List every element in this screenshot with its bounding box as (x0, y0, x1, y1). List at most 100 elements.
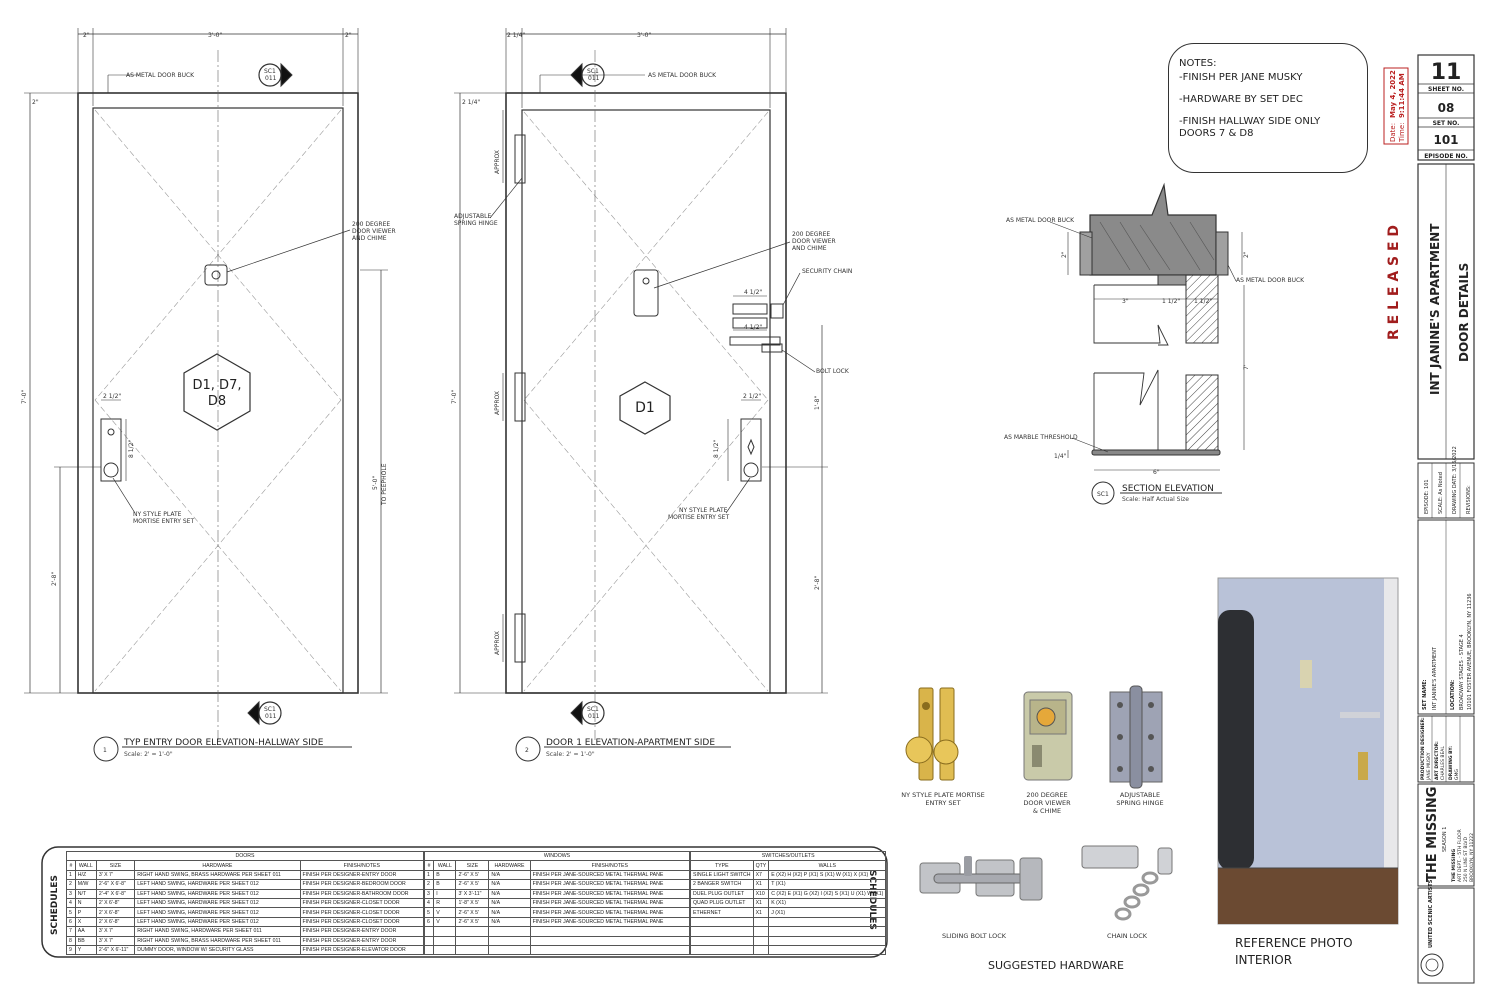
tb-location: BROADWAY STAGES - STAGE 4 (1459, 634, 1465, 710)
d1-sc-bot-1: SC1 (264, 706, 276, 713)
door-cell: RIGHT HAND SWING, BRASS HARDWARE PER SHE… (134, 869, 301, 881)
door-cell: FINISH PER DESIGNER-ENTRY DOOR (299, 935, 425, 946)
switch-row (690, 944, 887, 956)
tb-designer: JANE MUSKY (1426, 752, 1432, 781)
d2-lock-callout-1: NY STYLE PLATE (679, 507, 728, 514)
door-cell: 4 (66, 897, 76, 909)
switch-cell (768, 916, 887, 928)
drawing-1-door-elevation (24, 28, 388, 762)
reference-photo (1217, 577, 1399, 925)
door-cell: FINISH PER DESIGNER-ELEVATOR DOOR (299, 944, 425, 956)
section-dim-e: 6" (1153, 469, 1160, 476)
hardware-label-3b: SPRING HINGE (1116, 799, 1163, 807)
window-cell: N/A (488, 869, 531, 881)
tb-scale: SCALE: As Noted (1438, 472, 1444, 514)
released-stamp: R E L E A S E D (1386, 225, 1402, 340)
door-cell: N (74, 897, 97, 909)
tb-dept2: ART DEPT. - 5TH FLOOR (1457, 829, 1463, 882)
d1-lock-callout-2: MORTISE ENTRY SET (133, 518, 194, 525)
tb-drawn: GMG (1454, 769, 1460, 780)
reference-title-1: REFERENCE PHOTO (1235, 936, 1353, 950)
window-col-header: # (423, 860, 435, 871)
stamp-date: May 4, 2022 (1389, 70, 1397, 118)
schedule-frame (41, 846, 888, 958)
d2-dim-side-left: 2 1/4" (507, 32, 525, 39)
switch-cell: X7 (752, 869, 770, 881)
d1-number: 1 (103, 747, 107, 754)
door-cell: 2' X 6'-8" (95, 916, 136, 928)
switch-cell: X10 (752, 888, 770, 899)
switch-col-header: QTY (752, 860, 770, 871)
switch-cell (690, 944, 754, 956)
door-col-header: HARDWARE (134, 860, 301, 871)
set-number-label: SET NO. (1433, 120, 1460, 127)
d2-tag: D1 (635, 400, 655, 416)
door-cell: 5 (66, 907, 76, 918)
d2-bolt-callout: BOLT LOCK (816, 368, 850, 375)
d1-viewer-callout-2: DOOR VIEWER (352, 228, 396, 235)
d1-tag-line1: D1, D7, (193, 378, 242, 393)
tb-drawing-date: DRAWING DATE: 3/16/2022 (1452, 446, 1458, 514)
tb-art-director-label: ART DIRECTOR: (1434, 741, 1440, 780)
window-cell: 2'-6" X 5' (455, 916, 490, 928)
window-cell: 4 (423, 897, 435, 909)
door-cell: 3' X 7' (95, 926, 136, 937)
d2-hinge-callout-2: SPRING HINGE (454, 220, 498, 227)
door-cell: FINISH PER DESIGNER-CLOSET DOOR (299, 897, 425, 909)
tb-location-label: LOCATION: (1450, 680, 1456, 710)
switch-cell (690, 926, 754, 937)
tb-set-name-label: SET NAME: (1422, 679, 1428, 710)
episode-number: 101 (1433, 133, 1458, 147)
door-cell: FINISH PER DESIGNER-CLOSET DOOR (299, 916, 425, 928)
section-dim-b: 1 1/2" (1162, 298, 1180, 305)
d1-title: TYP ENTRY DOOR ELEVATION-HALLWAY SIDE (123, 738, 324, 748)
window-cell: B (433, 869, 457, 881)
d1-sc-top-1: SC1 (264, 68, 276, 75)
hardware-label-1a: NY STYLE PLATE MORTISE (901, 791, 984, 799)
window-cell: 1 (423, 869, 435, 881)
door-cell: BB (74, 935, 97, 946)
section-buck-callout-right: AS METAL DOOR BUCK (1236, 277, 1305, 284)
hardware-sliding-bolt-image (919, 856, 1043, 901)
d2-lock-callout-2: MORTISE ENTRY SET (668, 514, 729, 521)
sheet-title: DOOR DETAILS (1457, 263, 1471, 362)
window-cell: FINISH PER JANE-SOURCED METAL THERMAL PA… (529, 907, 691, 918)
window-cell (423, 926, 435, 937)
d1-viewer-callout-1: 200 DEGREE (352, 221, 390, 228)
d1-dim-width: 3'-0" (208, 32, 222, 39)
d2-sc-bot-2: 011 (588, 713, 600, 720)
switch-cell (768, 944, 887, 956)
door-cell: FINISH PER DESIGNER-ENTRY DOOR (299, 869, 425, 881)
door-cell: FINISH PER DESIGNER-ENTRY DOOR (299, 926, 425, 937)
d2-dim-plate-w: 2 1/2" (743, 393, 761, 400)
window-cell: 6 (423, 916, 435, 928)
hardware-door-viewer-image (1023, 691, 1073, 781)
window-cell: N/A (488, 897, 531, 909)
door-cell: 2'-6" X 6'-8" (95, 879, 136, 890)
tb-set-name: INT JANINE'S APARTMENT (1432, 646, 1438, 710)
door-cell: 3' X 7' (95, 869, 136, 881)
switch-col-header: TYPE (690, 860, 754, 871)
d2-viewer-callout-3: AND CHIME (792, 245, 827, 252)
switch-cell: C (X2) E (X1) G (X2) I (X2) S (X1) U (X1… (768, 888, 887, 899)
window-cell (529, 935, 691, 946)
title-block (1417, 54, 1475, 984)
switch-cell: QUAD PLUG OUTLET (690, 897, 754, 909)
section-buck-callout-left: AS METAL DOOR BUCK (1006, 217, 1075, 224)
hardware-chain-lock-image (1081, 845, 1173, 921)
switch-cell: ETHERNET (690, 907, 754, 918)
tb-dept: THE MISSING (1451, 849, 1457, 882)
window-row (423, 926, 691, 937)
tb-show-logo: THE MISSING (1425, 787, 1440, 882)
d2-chain-callout: SECURITY CHAIN (802, 268, 852, 275)
window-cell (433, 926, 457, 937)
tb-episode: EPISODE: 101 (1424, 479, 1430, 514)
door-cell: DUMMY DOOR, WINDOW W/ SECURITY GLASS (134, 944, 301, 956)
doors-title: DOORS (66, 850, 424, 862)
tb-show-sub: SEASON 1 (1442, 827, 1448, 852)
window-cell (488, 935, 531, 946)
